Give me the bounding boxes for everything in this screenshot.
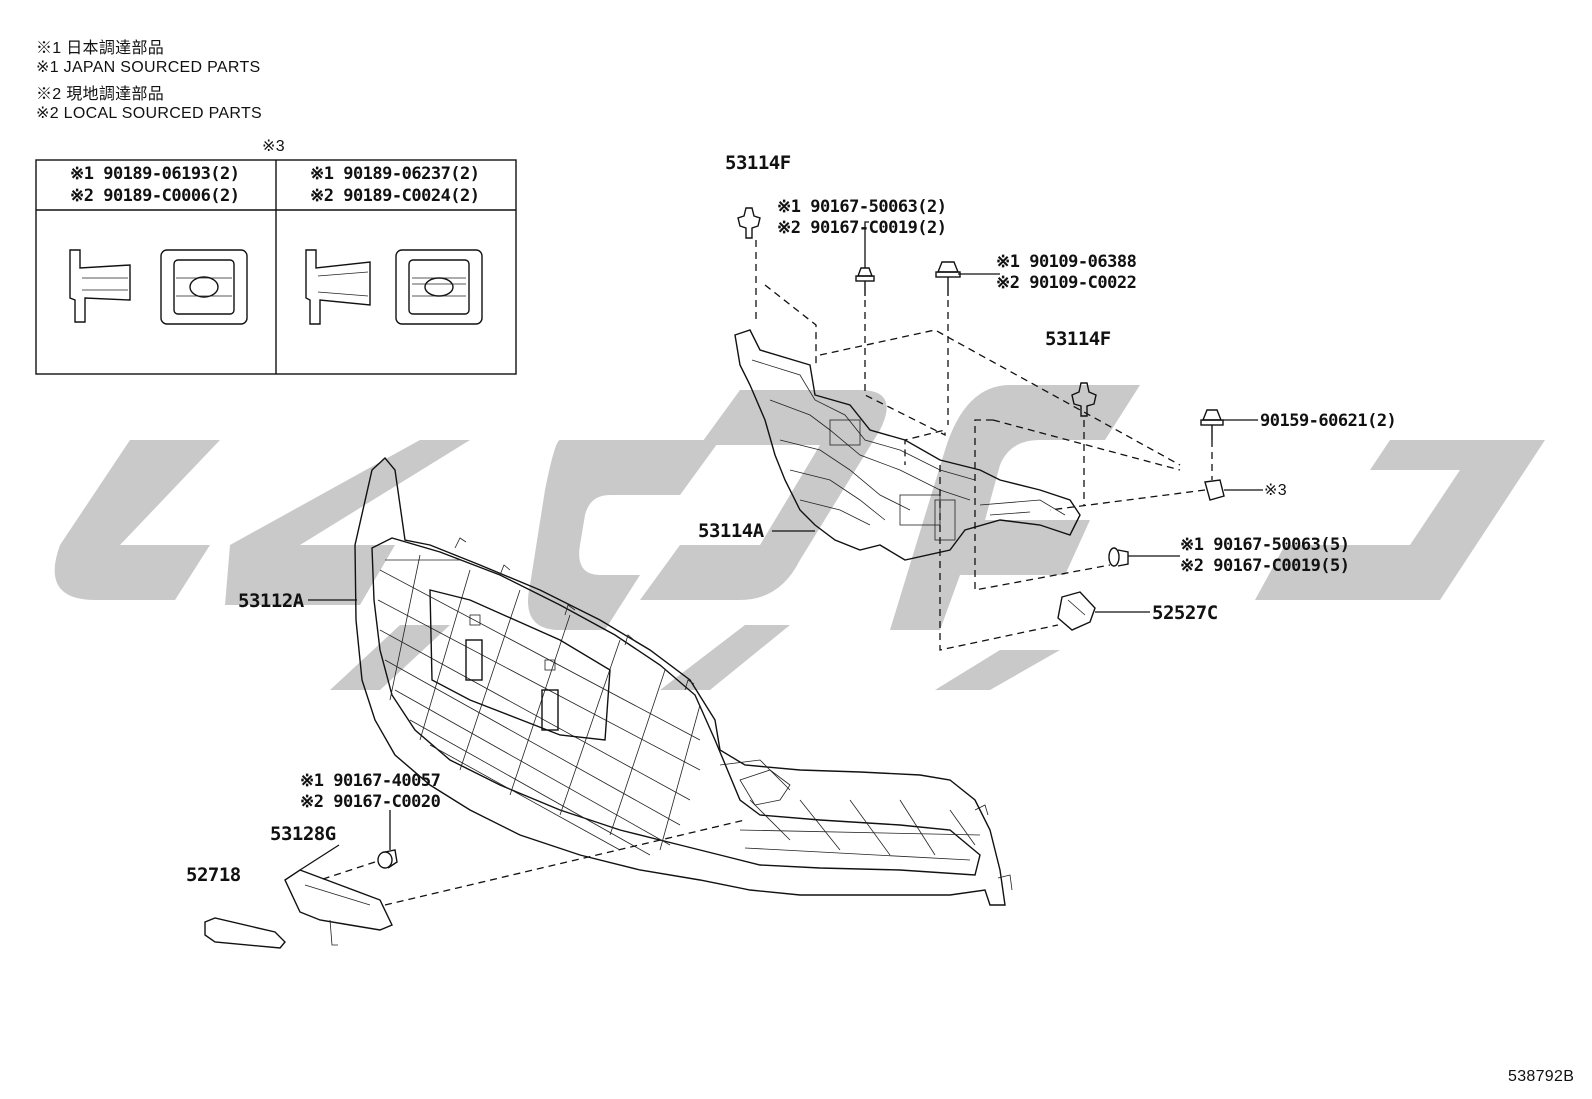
- label-clip-low-1: ※1 90167-40057: [300, 771, 441, 791]
- label-53112A: 53112A: [238, 590, 304, 612]
- label-clip-mid-2: ※2 90167-C0019(5): [1180, 556, 1350, 576]
- support-53114A-drawing: [734, 329, 1081, 561]
- label-53114F-top: 53114F: [725, 152, 791, 174]
- legend-line-3: ※2 現地調達部品: [36, 86, 165, 103]
- diagram-id: 538792B: [1508, 1068, 1575, 1085]
- label-bolt-right-1: ※1 90109-06388: [996, 252, 1137, 272]
- label-52527C: 52527C: [1152, 602, 1218, 624]
- label-53128G: 53128G: [270, 823, 336, 845]
- label-clip-low-2: ※2 90167-C0020: [300, 792, 441, 812]
- label-bolt-top-2: ※2 90167-C0019(2): [777, 218, 947, 238]
- table-col2-line1: ※1 90189-06237(2): [310, 164, 480, 184]
- label-bolt-right-2: ※2 90109-C0022: [996, 273, 1137, 293]
- table-col1-line2: ※2 90189-C0006(2): [70, 186, 240, 206]
- watermark-logo: [54, 385, 1545, 690]
- grille-53112A-drawing: [354, 456, 1013, 906]
- label-53114A: 53114A: [698, 520, 764, 542]
- legend-line-1: ※1 日本調達部品: [36, 40, 165, 57]
- legend-line-2: ※1 JAPAN SOURCED PARTS: [36, 59, 261, 76]
- table-header-ref: ※3: [262, 138, 285, 155]
- assembly-lines: [319, 240, 1213, 906]
- legend-line-4: ※2 LOCAL SOURCED PARTS: [36, 105, 262, 122]
- table-col2-line2: ※2 90189-C0024(2): [310, 186, 480, 206]
- label-90159: 90159-60621(2): [1260, 411, 1397, 431]
- fasteners-drawing: [204, 207, 1225, 949]
- label-ref-3: ※3: [1264, 482, 1287, 499]
- leader-lines: [299, 221, 1263, 871]
- fastener-table: [35, 159, 517, 375]
- label-bolt-top-1: ※1 90167-50063(2): [777, 197, 947, 217]
- table-col1-line1: ※1 90189-06193(2): [70, 164, 240, 184]
- label-clip-mid-1: ※1 90167-50063(5): [1180, 535, 1350, 555]
- label-53114F-mid: 53114F: [1045, 328, 1111, 350]
- label-52718: 52718: [186, 864, 241, 886]
